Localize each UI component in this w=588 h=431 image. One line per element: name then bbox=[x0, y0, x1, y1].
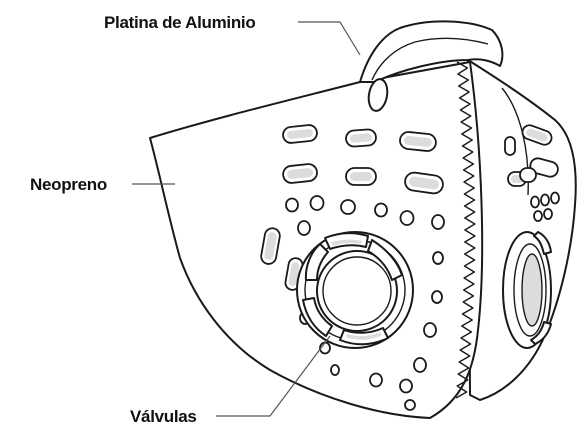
label-platina-de-aluminio: Platina de Aluminio bbox=[104, 13, 255, 32]
mask-right-panel bbox=[468, 60, 576, 400]
valve-side bbox=[503, 232, 551, 348]
leader-platina bbox=[298, 22, 360, 55]
mask-body bbox=[150, 62, 482, 418]
valve-front bbox=[297, 232, 413, 348]
label-valvulas: Válvulas bbox=[130, 407, 197, 426]
label-neopreno: Neopreno bbox=[30, 175, 107, 194]
